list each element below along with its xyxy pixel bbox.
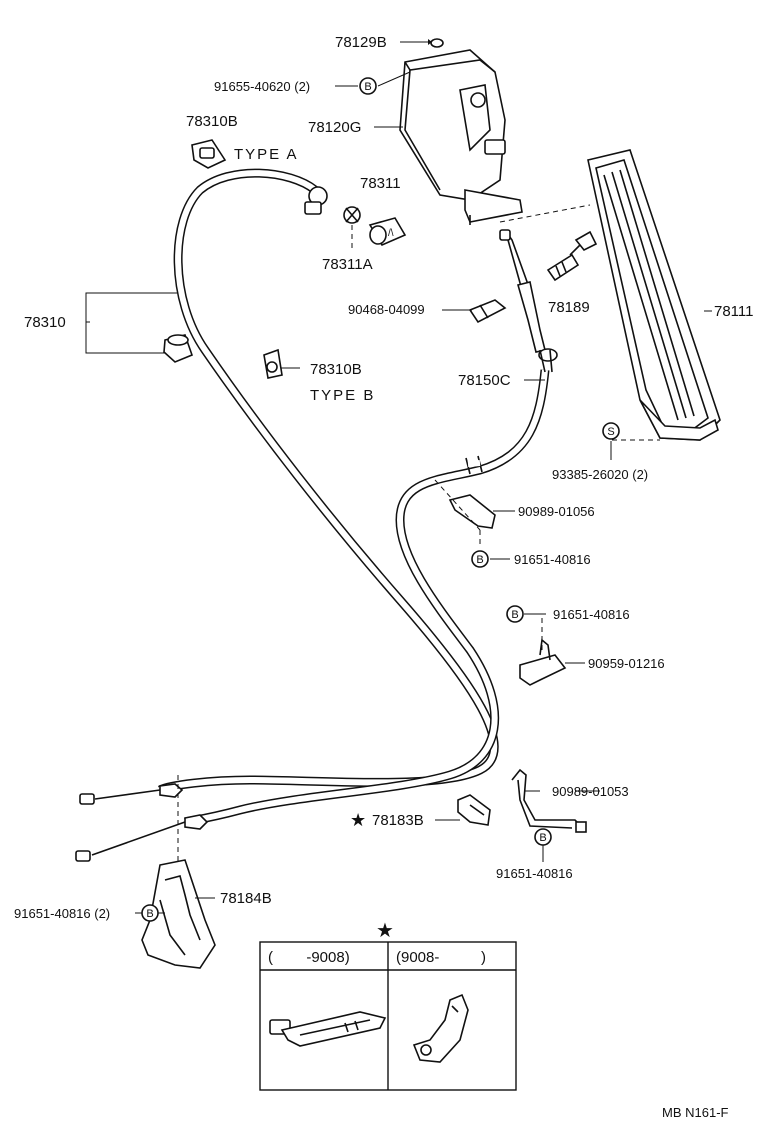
label-78150C: 78150C [458,372,511,389]
bolt-symbol: B [506,605,524,623]
variant-table-star: ★ [376,920,394,942]
label-78311A: 78311A [322,256,373,273]
bolt-symbol: B [534,828,552,846]
svg-text:B: B [511,609,518,621]
cap-78129B [430,38,444,48]
clip-78311A [343,206,361,250]
label-93385: 93385-26020 (2) [552,467,648,482]
bolt-symbol: B [471,550,489,568]
bracket-90989-01053 [511,768,587,833]
label-78310: 78310 [24,314,66,331]
label-78184B: 78184B [220,890,272,907]
svg-text:B: B [539,832,546,844]
variant-late-clamp [412,993,469,1063]
grommet-78310 [163,334,194,363]
label-90989-01056: 90989-01056 [518,504,595,519]
clamp-78183B [457,794,491,826]
pedal-stopper-78189 [546,230,598,282]
cable-clamp-78310B-type-a [191,139,227,169]
svg-text:/\: /\ [388,228,394,239]
svg-text:S: S [607,426,614,438]
clip-90468 [468,299,507,324]
variant-col-early: ( -9008) [268,949,350,966]
bracket-78184B [141,775,216,969]
label-78189: 78189 [548,299,590,316]
accelerator-pedal [499,149,721,441]
label-91651-c: 91651-40816 [496,866,573,881]
svg-text:B: B [146,908,153,920]
label-90959: 90959-01216 [588,656,665,671]
label-78111: 78111 [714,303,754,320]
label-78310B-a: 78310B [186,113,238,130]
label-type-a: TYPE A [234,146,299,163]
screw-symbol: S [602,422,620,440]
label-78183B: 78183B [372,812,424,829]
leader-lines [85,39,712,914]
label-91651-d: 91651-40816 (2) [14,906,110,921]
cable-clamp-78310B-type-b [263,348,283,379]
variant-col-late: (9008- ) [396,949,486,966]
diagram-code: MB N161-F [662,1105,729,1120]
label-91651-b: 91651-40816 [553,607,630,622]
inner-cable-78150C [507,239,558,373]
variant-early-clamp [269,1011,387,1047]
label-78120G: 78120G [308,119,361,136]
grommet-78311: /\ [368,217,407,247]
bracket-90959-01216 [519,618,567,686]
label-91655: 91655-40620 (2) [214,79,310,94]
label-78311: 78311 [360,175,401,192]
svg-text:B: B [476,554,483,566]
bolt-symbol: B [359,77,377,95]
pedal-arm-bracket [399,49,531,291]
label-78129B: 78129B [335,34,387,51]
accelerator-cable [75,168,550,862]
part-labels: 78129B 91655-40620 (2) 78310B TYPE A 781… [14,34,754,921]
label-type-b: TYPE B [310,387,375,404]
label-90989-01053: 90989-01053 [552,784,629,799]
label-90468: 90468-04099 [348,302,425,317]
star-marker: ★ [350,810,366,830]
clamp-90989-01056 [434,479,496,545]
variant-table: ★ ( -9008) (9008- ) [259,920,517,1091]
svg-text:B: B [364,81,371,93]
bolt-symbol: B [141,904,159,922]
label-78310B-b: 78310B [310,361,362,378]
label-91651-a: 91651-40816 [514,552,591,567]
